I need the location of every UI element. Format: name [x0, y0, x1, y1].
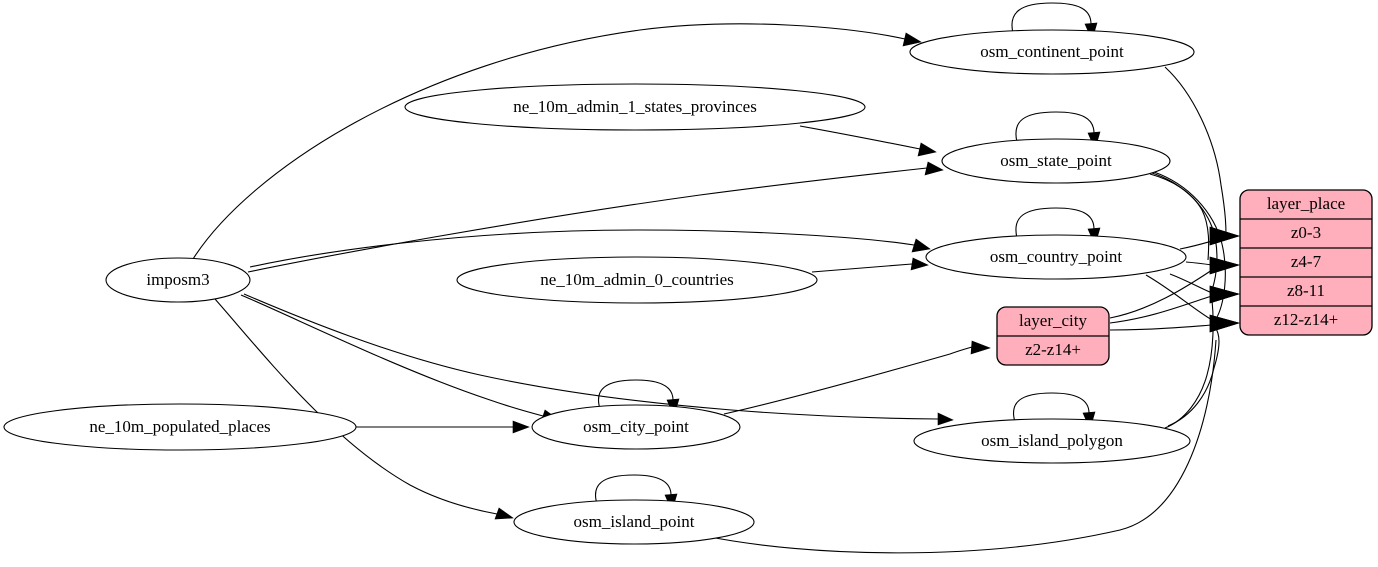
edge-layer_city-to-layer_place-z12-z14 — [1109, 324, 1213, 331]
node-label-ne_10m_admin_0_countries: ne_10m_admin_0_countries — [540, 270, 734, 289]
arrowhead — [911, 238, 931, 253]
node-ellipse-ne_10m_populated_places[interactable] — [3, 403, 357, 451]
node-label-ne_10m_admin_1_states_provinces: ne_10m_admin_1_states_provinces — [513, 97, 757, 116]
arrowhead-country-z12b — [1209, 314, 1241, 333]
node-osm_continent_point[interactable]: osm_continent_point — [909, 29, 1195, 75]
record-row-layer_place-2[interactable]: z8-11 — [1287, 281, 1325, 300]
arrowhead-country-z8-11b — [1209, 285, 1241, 304]
node-osm_island_point[interactable]: osm_island_point — [513, 499, 755, 545]
edge-layer_city-to-layer_place-z8-11 — [1109, 295, 1213, 324]
node-ellipse-osm_island_polygon[interactable] — [913, 418, 1191, 464]
arrowhead — [494, 507, 514, 520]
self-loop-osm_island_polygon — [1013, 392, 1090, 423]
self-loop-osm_state_point — [1015, 111, 1095, 143]
arrowhead — [512, 420, 530, 434]
node-ne_10m_populated_places[interactable]: ne_10m_populated_places — [3, 403, 357, 451]
node-osm_city_point[interactable]: osm_city_point — [531, 404, 741, 450]
node-ne_10m_admin_1_states_provinces[interactable]: ne_10m_admin_1_states_provinces — [404, 83, 866, 131]
arrowhead — [917, 142, 937, 157]
node-osm_state_point[interactable]: osm_state_point — [941, 138, 1171, 184]
record-header-layer_place: layer_place — [1267, 194, 1345, 213]
node-ellipse-ne_10m_admin_0_countries[interactable] — [456, 256, 818, 304]
edge-osm_continent_point-to-layer_place-z0-3 — [1164, 66, 1227, 237]
arrowhead — [937, 412, 954, 426]
node-label-imposm3: imposm3 — [146, 270, 209, 289]
node-ellipse-osm_state_point[interactable] — [941, 138, 1171, 184]
node-ellipse-ne_10m_admin_1_states_provinces[interactable] — [404, 83, 866, 131]
edge-osm_country_point-to-layer_place-z0-3 — [1179, 240, 1213, 250]
node-ellipse-osm_continent_point[interactable] — [909, 29, 1195, 75]
arrowhead-city-layercity — [970, 340, 991, 355]
node-ellipse-osm_city_point[interactable] — [531, 404, 741, 450]
node-label-osm_country_point: osm_country_point — [990, 247, 1122, 266]
record-row-layer_place-0[interactable]: z0-3 — [1291, 223, 1321, 242]
edge-osm_state_point-to-layer_place-z12-z14 — [1153, 171, 1226, 320]
edge-imposm3-to-osm_island_point — [214, 298, 498, 515]
node-osm_island_polygon[interactable]: osm_island_polygon — [913, 418, 1191, 464]
record-node-layer_place[interactable]: layer_place z0-3 z4-7 z8-11 z12-z14+ — [1239, 189, 1373, 336]
edge-imposm3-to-osm_country_point — [249, 229, 915, 268]
node-ellipse-imposm3[interactable] — [105, 257, 251, 303]
node-label-ne_10m_populated_places: ne_10m_populated_places — [89, 417, 270, 436]
node-label-osm_island_point: osm_island_point — [574, 512, 695, 531]
node-label-osm_city_point: osm_city_point — [583, 417, 689, 436]
edge-ne_10m_admin_1_states_provinces-to-osm_state_point — [799, 125, 921, 150]
edge-osm_state_point-to-layer_place-z4-7 — [1149, 173, 1210, 261]
self-loop-osm_city_point — [598, 379, 674, 410]
node-osm_country_point[interactable]: osm_country_point — [925, 234, 1187, 280]
record-row-layer_place-1[interactable]: z4-7 — [1291, 252, 1322, 271]
node-ne_10m_admin_0_countries[interactable]: ne_10m_admin_0_countries — [456, 256, 818, 304]
self-loop-osm_continent_point — [1011, 2, 1092, 34]
edge-osm_country_point-to-layer_place-z12-z14 — [1145, 274, 1213, 321]
node-layer: imposm3 ne_10m_populated_places ne_10m_a… — [3, 29, 1195, 545]
edge-imposm3-to-osm_continent_point — [192, 23, 906, 260]
node-label-osm_state_point: osm_state_point — [1000, 151, 1112, 170]
record-box-layer_place[interactable] — [1239, 189, 1373, 336]
node-ellipse-osm_island_point[interactable] — [513, 499, 755, 545]
edge-osm_island_polygon-to-layer_place-z8-11 — [1164, 299, 1214, 429]
arrowhead-country-z4-7b — [1209, 256, 1241, 275]
record-layer: layer_city z2-z14+ layer_place z0-3 z4-7… — [996, 189, 1373, 366]
edge-osm_city_point-to-layer_city — [723, 346, 973, 415]
self-loop-osm_island_point — [595, 474, 672, 505]
edge-layer_city-to-layer_place-z4-7 — [1109, 269, 1213, 319]
edge-osm_state_point-to-layer_place-z8-11 — [1151, 172, 1218, 291]
edge-imposm3-to-osm_state_point — [247, 167, 928, 273]
edge-imposm3-to-osm_city_point — [240, 294, 544, 417]
edge-osm_country_point-to-layer_place-z8-11 — [1169, 273, 1213, 294]
arrowhead — [924, 161, 944, 176]
edge-imposm3-to-osm_island_polygon — [243, 293, 939, 420]
edge-osm_island_point-to-layer_place-z12-z14 — [704, 339, 1217, 554]
record-row-layer_city-0[interactable]: z2-z14+ — [1025, 340, 1081, 359]
edge-ne_10m_admin_0_countries-to-osm_country_point — [811, 263, 913, 273]
edge-osm_country_point-to-layer_place-z4-7 — [1185, 261, 1213, 266]
arrowhead — [910, 257, 929, 271]
arrowhead — [902, 32, 922, 47]
record-header-layer_city: layer_city — [1019, 311, 1087, 330]
node-imposm3[interactable]: imposm3 — [105, 257, 251, 303]
arrowhead-country-z0-3 — [1209, 226, 1241, 246]
node-label-osm_island_polygon: osm_island_polygon — [981, 431, 1123, 450]
edge-osm_island_polygon-to-layer_place-z12-z14 — [1167, 326, 1220, 427]
self-loop-osm_country_point — [1015, 207, 1095, 239]
node-label-osm_continent_point: osm_continent_point — [980, 42, 1124, 61]
record-row-layer_place-3[interactable]: z12-z14+ — [1274, 310, 1338, 329]
node-ellipse-osm_country_point[interactable] — [925, 234, 1187, 280]
record-node-layer_city[interactable]: layer_city z2-z14+ — [996, 306, 1110, 366]
